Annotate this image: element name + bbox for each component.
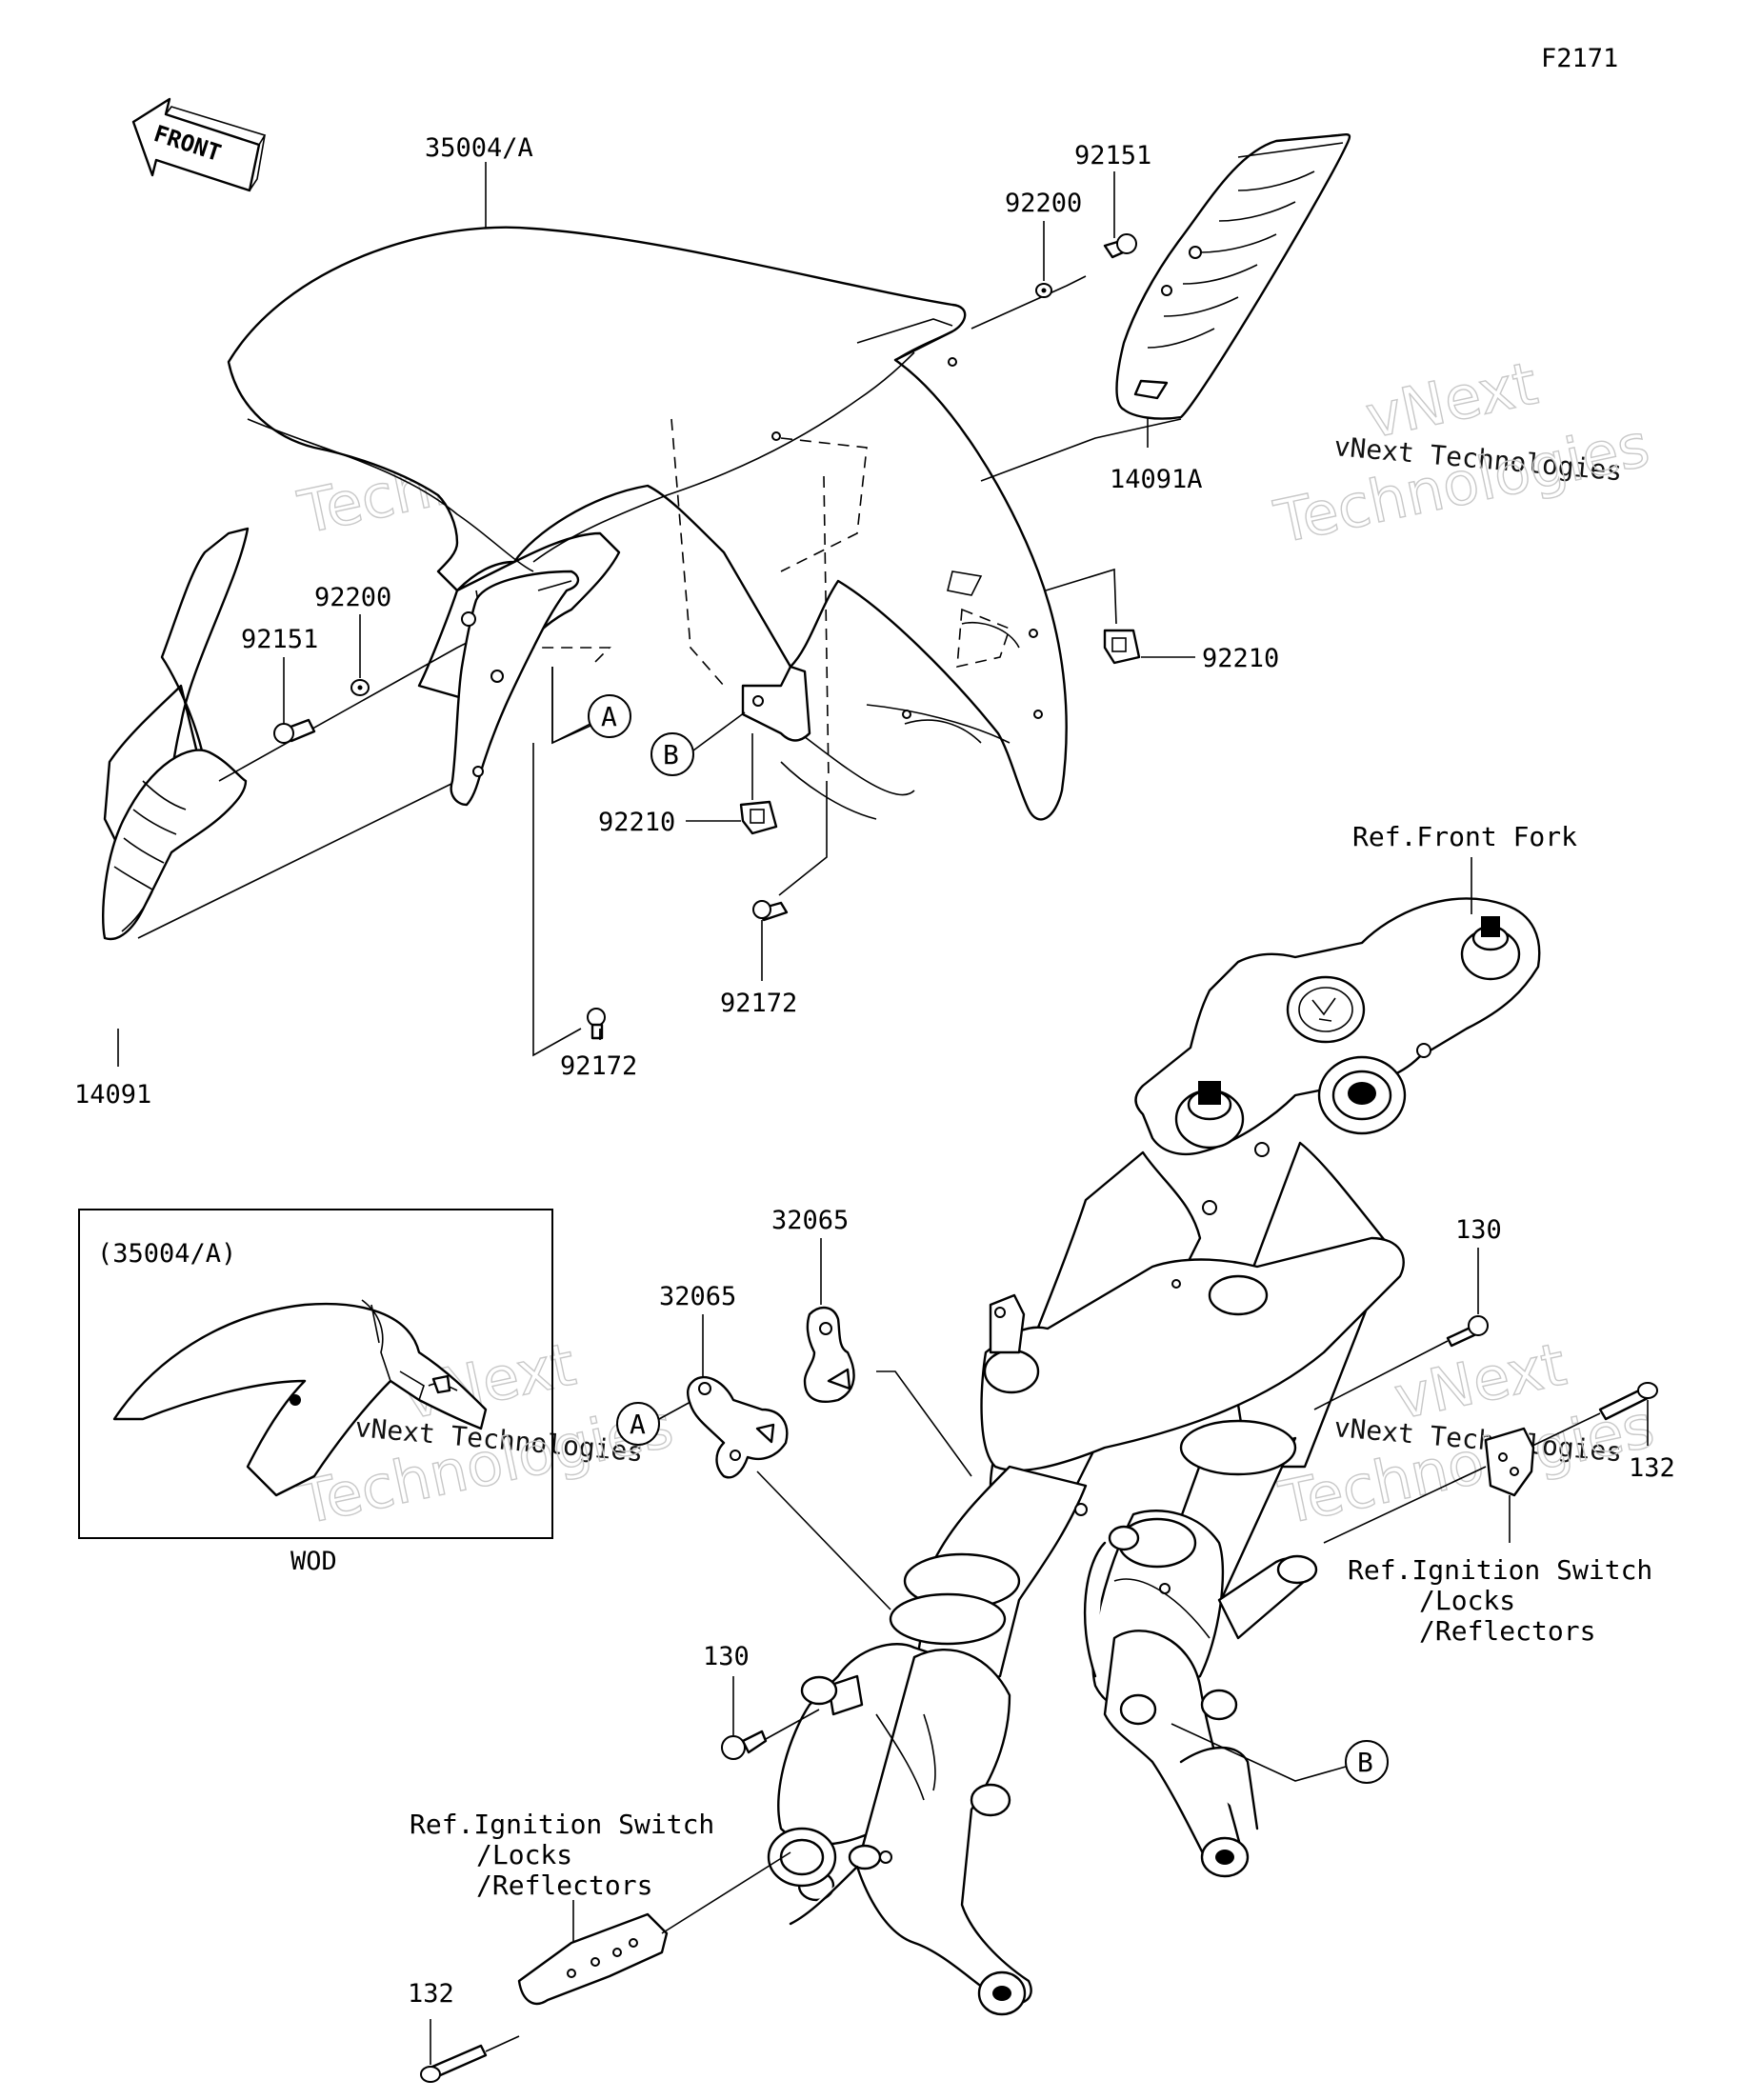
part-label-14091: 14091 (74, 1080, 151, 1110)
part-label-92172-left: 92172 (560, 1051, 637, 1081)
nut-92210-right (1045, 568, 1195, 665)
ref-ignition-right-line1: Ref.Ignition Switch (1348, 1554, 1652, 1586)
part-label-132-right: 132 (1629, 1453, 1675, 1483)
ref-ignition-left-line2: /Locks (476, 1839, 572, 1870)
front-arrow-icon: FRONT (131, 97, 267, 192)
washer-92200-right (1035, 221, 1052, 298)
reflector-bracket-left (517, 1851, 791, 2006)
part-label-92151-left: 92151 (241, 625, 318, 654)
svg-text:A: A (601, 701, 617, 732)
inset-title: (35004/A) (97, 1239, 236, 1269)
part-label-32065-upper: 32065 (771, 1206, 849, 1235)
ref-ignition-left-line3: /Reflectors (476, 1870, 652, 1901)
part-label-92151-right: 92151 (1074, 141, 1151, 170)
cover-left-14091 (102, 527, 250, 941)
screw-92151-right (1103, 171, 1137, 259)
front-fender (227, 226, 1068, 821)
part-label-32065-lower: 32065 (659, 1282, 736, 1311)
ref-ignition-right-line3: /Reflectors (1419, 1615, 1595, 1647)
screw-92151-left (273, 657, 316, 744)
part-label-92172-center: 92172 (720, 989, 797, 1018)
bracket-32065-lower (686, 1314, 891, 1610)
bolt-92172-center (752, 781, 828, 981)
ref-front-fork: Ref.Front Fork (1352, 821, 1577, 852)
bolt-132-left (420, 2019, 520, 2083)
bolt-92172-left (532, 743, 606, 1057)
bolt-132-right (1528, 1382, 1658, 1449)
inset-wod: (35004/A) WOD (78, 1209, 553, 1576)
watermark-top-right: vNext vNext Technologies Technologies (1268, 348, 1655, 558)
callout-b-lower: B (1171, 1723, 1389, 1784)
cover-right-14091A (1115, 132, 1351, 420)
bolt-130-lower (721, 1676, 820, 1760)
svg-text:A: A (630, 1409, 646, 1440)
part-label-14091A: 14091A (1110, 465, 1203, 494)
ref-ignition-right-line2: /Locks (1419, 1585, 1515, 1616)
bracket-32065-upper (803, 1238, 972, 1477)
part-label-92200-left: 92200 (314, 583, 391, 612)
svg-text:B: B (663, 739, 679, 770)
part-label-35004A: 35004/A (425, 133, 533, 163)
washer-92200-left (350, 614, 370, 696)
callout-a-lower: A (616, 1401, 691, 1446)
part-label-92210-right: 92210 (1202, 644, 1279, 673)
fender-bracket-left (450, 570, 580, 807)
front-fork-assembly (767, 897, 1541, 2016)
callout-a-top: A (551, 667, 631, 745)
part-label-130-upper: 130 (1455, 1215, 1502, 1245)
bolt-130-upper (1313, 1248, 1489, 1410)
nut-92210-center (686, 733, 778, 835)
ref-ignition-left-line1: Ref.Ignition Switch (410, 1809, 714, 1840)
svg-text:B: B (1357, 1747, 1373, 1778)
inset-caption: WOD (290, 1547, 337, 1576)
part-label-130-lower: 130 (703, 1642, 750, 1671)
line-cover-right-lower (980, 418, 1182, 482)
reflector-bracket-right (1323, 1427, 1535, 1544)
line-cover-right-upper (971, 275, 1087, 330)
callout-b-top: B (650, 711, 746, 776)
part-label-92200-right: 92200 (1005, 189, 1082, 218)
diagram-id: F2171 (1541, 44, 1618, 73)
guide-line-1 (551, 667, 591, 745)
part-label-132-left: 132 (408, 1979, 454, 2009)
part-label-92210-center: 92210 (598, 808, 675, 837)
